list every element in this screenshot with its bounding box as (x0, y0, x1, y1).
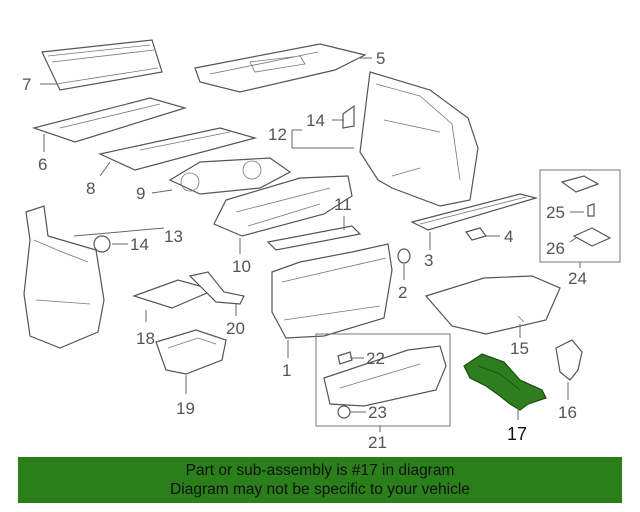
part-19-storage-box[interactable] (155, 329, 227, 386)
leader-8 (99, 161, 111, 177)
callout-17: 17 (507, 424, 527, 444)
part-25-lamp[interactable] (560, 175, 600, 217)
part-10-side-cover[interactable] (213, 175, 353, 237)
part-16-trim-piece[interactable] (555, 339, 583, 381)
parts-diagram: 7 5 6 8 9 12 14 10 (22, 39, 621, 452)
callout-23: 23 (368, 403, 387, 422)
part-21-bracket[interactable] (323, 345, 447, 407)
callout-24: 24 (568, 269, 587, 288)
part-13-quarter-trim[interactable] (23, 205, 105, 349)
part-20-bracket[interactable] (188, 271, 245, 305)
part-7-package-tray[interactable] (41, 39, 163, 91)
part-12-side-trim[interactable] (359, 71, 479, 207)
callout-4: 4 (504, 227, 513, 246)
diagram-canvas: 7 5 6 8 9 12 14 10 (22, 39, 621, 452)
part-6-tray-trim[interactable] (31, 97, 188, 143)
leader-26 (569, 237, 577, 243)
callout-2: 2 (398, 283, 407, 302)
part-4-hook[interactable] (464, 227, 488, 241)
callout-15: 15 (510, 339, 529, 358)
callout-25: 25 (546, 203, 565, 222)
callout-18: 18 (136, 329, 155, 348)
part-11-strip[interactable] (266, 225, 362, 251)
part-1-side-panel[interactable] (271, 243, 393, 339)
callout-20: 20 (226, 319, 245, 338)
callout-22: 22 (366, 349, 385, 368)
callout-7: 7 (22, 75, 31, 94)
info-banner: Part or sub-assembly is #17 in diagram D… (18, 457, 622, 503)
callout-3: 3 (424, 251, 433, 270)
callout-5: 5 (376, 49, 385, 68)
part-15-trunk-mat[interactable] (424, 275, 561, 335)
callout-10: 10 (232, 257, 251, 276)
part-8-panel[interactable] (98, 127, 258, 171)
callout-8: 8 (86, 179, 95, 198)
callout-13: 13 (164, 227, 183, 246)
leader-13 (73, 227, 165, 237)
callout-1: 1 (282, 361, 291, 380)
callout-14-upper: 14 (306, 111, 325, 130)
callout-16: 16 (558, 403, 577, 422)
banner-line-2: Diagram may not be specific to your vehi… (170, 481, 470, 498)
banner-line-1: Part or sub-assembly is #17 in diagram (185, 462, 455, 479)
leader-9 (151, 189, 173, 194)
part-2-grommet[interactable] (397, 248, 411, 264)
callout-12: 12 (268, 125, 287, 144)
part-17-highlighted[interactable] (463, 353, 547, 411)
callout-19: 19 (176, 399, 195, 418)
part-26-lens[interactable] (572, 227, 612, 247)
part-22-clip[interactable] (337, 351, 353, 365)
callout-11: 11 (334, 195, 352, 214)
box-21 (315, 333, 451, 427)
part-5-shelf-panel[interactable] (194, 43, 367, 93)
part-14-clip-lower[interactable] (93, 235, 111, 253)
callout-26: 26 (546, 239, 565, 258)
part-14-clip-upper[interactable] (342, 104, 355, 129)
callout-9: 9 (136, 184, 145, 203)
callout-14-lower: 14 (130, 235, 149, 254)
callout-21: 21 (368, 433, 387, 452)
part-23-fastener[interactable] (337, 405, 351, 419)
part-9-insulator[interactable] (168, 157, 292, 195)
part-3-scuff-plate[interactable] (410, 193, 539, 231)
callout-6: 6 (38, 155, 47, 174)
